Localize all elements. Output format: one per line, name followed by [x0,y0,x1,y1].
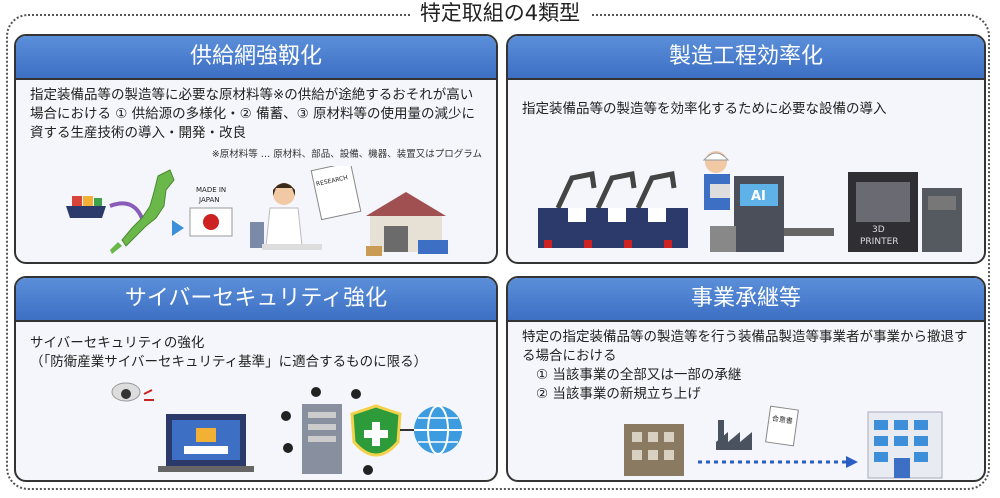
security-camera-icon [111,382,154,402]
panel-manufacturing: 製造工程効率化 指定装備品等の製造等を効率化するために必要な設備の導入 A [506,34,986,264]
new-building-icon [867,411,943,479]
diagram-title: 特定取組の4類型 [0,0,1000,26]
panel-cybersecurity: サイバーセキュリティ強化 サイバーセキュリティの強化 （「防衛産業サイバーセキュ… [14,276,498,482]
robot-arms-icon [538,171,688,248]
old-building-icon [624,424,684,476]
worker-icon [702,151,730,210]
panel-succession: 事業承継等 特定の指定装備品等の製造等を行う装備品製造等事業者が事業から撤退する… [506,276,986,482]
svg-text:JAPAN: JAPAN [198,196,220,204]
svg-text:AI: AI [751,189,766,204]
list-item-2: ② 当該事業の新規立ち上げ [536,386,701,402]
panel-supply-chain: 供給網強靱化 指定装備品等の製造等に必要な原材料等※の供給が途絶するおそれが高い… [14,34,498,264]
svg-text:3D: 3D [872,225,885,235]
arrow-head-icon [846,456,858,468]
panel-text: 特定の指定装備品等の製造等を行う装備品製造等事業者が事業から撤退する場合における [522,329,968,364]
factory-icon [716,420,752,450]
play-arrow-icon [172,220,184,236]
3d-printer-icon: 3D PRINTER [848,172,962,252]
virus-icon [281,387,373,475]
research-document-icon: RESEARCH [310,166,362,221]
ai-machine-icon: AI [710,176,834,252]
laptop-lock-icon [158,414,254,472]
panel-text: 指定装備品等の製造等に必要な原材料等※の供給が途絶するおそれが高い場合における … [30,87,475,141]
svg-text:合意書: 合意書 [771,414,793,426]
panel-heading: 供給網強靱化 [16,36,496,80]
footnote: ※原材料等 … 原材料、部品、設備、機器、装置又はプログラム [211,149,482,160]
panel-text: 指定装備品等の製造等を効率化するために必要な設備の導入 [522,101,887,117]
list-item-1: ① 当該事業の全部又は一部の承継 [536,367,742,383]
succession-illustration: 合意書 [624,405,943,479]
cargo-ship-icon [66,196,106,218]
panel-heading: 製造工程効率化 [508,36,984,80]
shield-icon [350,404,402,457]
panel-heading: 事業承継等 [508,278,984,322]
cyber-illustration [111,382,462,475]
svg-text:PRINTER: PRINTER [860,237,899,247]
svg-text:MADE IN: MADE IN [196,186,226,194]
panel-heading: サイバーセキュリティ強化 [16,278,496,322]
supply-illustration: MADE IN JAPAN RESEARCH [66,166,448,256]
globe-icon [414,405,462,455]
warehouse-icon [366,192,448,256]
panel-text-line1: サイバーセキュリティの強化 [30,335,205,351]
scientist-icon [250,183,322,250]
japan-map-icon [110,169,175,254]
manufacturing-illustration: AI 3D PRINTER [538,151,962,252]
agreement-document-icon: 合意書 [765,405,799,447]
made-in-japan-flag-icon: MADE IN JAPAN [189,186,233,237]
server-icon [302,404,342,474]
panel-text-line2: （「防衛産業サイバーセキュリティ基準」に適合するものに限る） [30,354,428,370]
